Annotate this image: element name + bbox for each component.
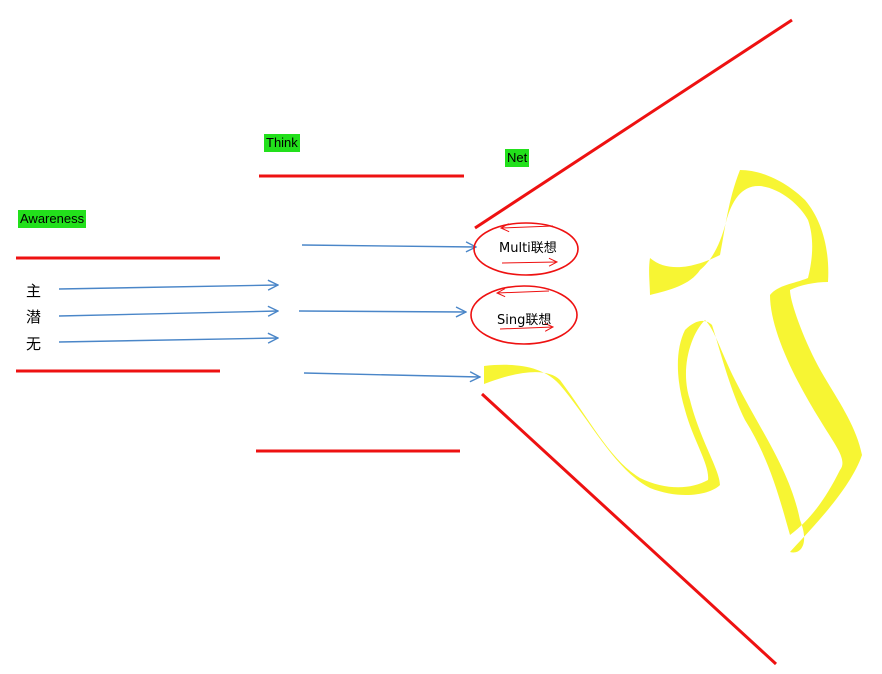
yellow-band [484, 170, 862, 553]
arrow-to-sing [298, 311, 466, 312]
arrow-to-multi [301, 245, 476, 247]
sing-ellipse-label: Sing联想 [497, 313, 552, 328]
multi-ellipse-label: Multi联想 [499, 241, 557, 256]
arrow-to-band [303, 373, 480, 377]
sing-ellipse [470, 285, 578, 345]
multi-forward-arrow [501, 262, 557, 263]
sing-back-arrow [497, 291, 550, 293]
arrow-level-1 [58, 285, 278, 289]
sing-forward-arrow [499, 327, 553, 329]
level-label-2: 潜 [26, 308, 42, 326]
level-label-3: 无 [26, 335, 42, 353]
multi-ellipse [473, 222, 579, 276]
awareness-label: Awareness [18, 210, 87, 228]
net-label: Net [505, 149, 530, 167]
multi-back-arrow [501, 226, 554, 228]
arrow-level-2 [58, 311, 278, 316]
net-upper-funnel-line [474, 18, 793, 230]
level-label-1: 主 [26, 282, 42, 300]
net-lower-funnel-line [480, 392, 778, 666]
think-label: Think [264, 134, 300, 152]
arrow-level-3 [58, 338, 278, 342]
